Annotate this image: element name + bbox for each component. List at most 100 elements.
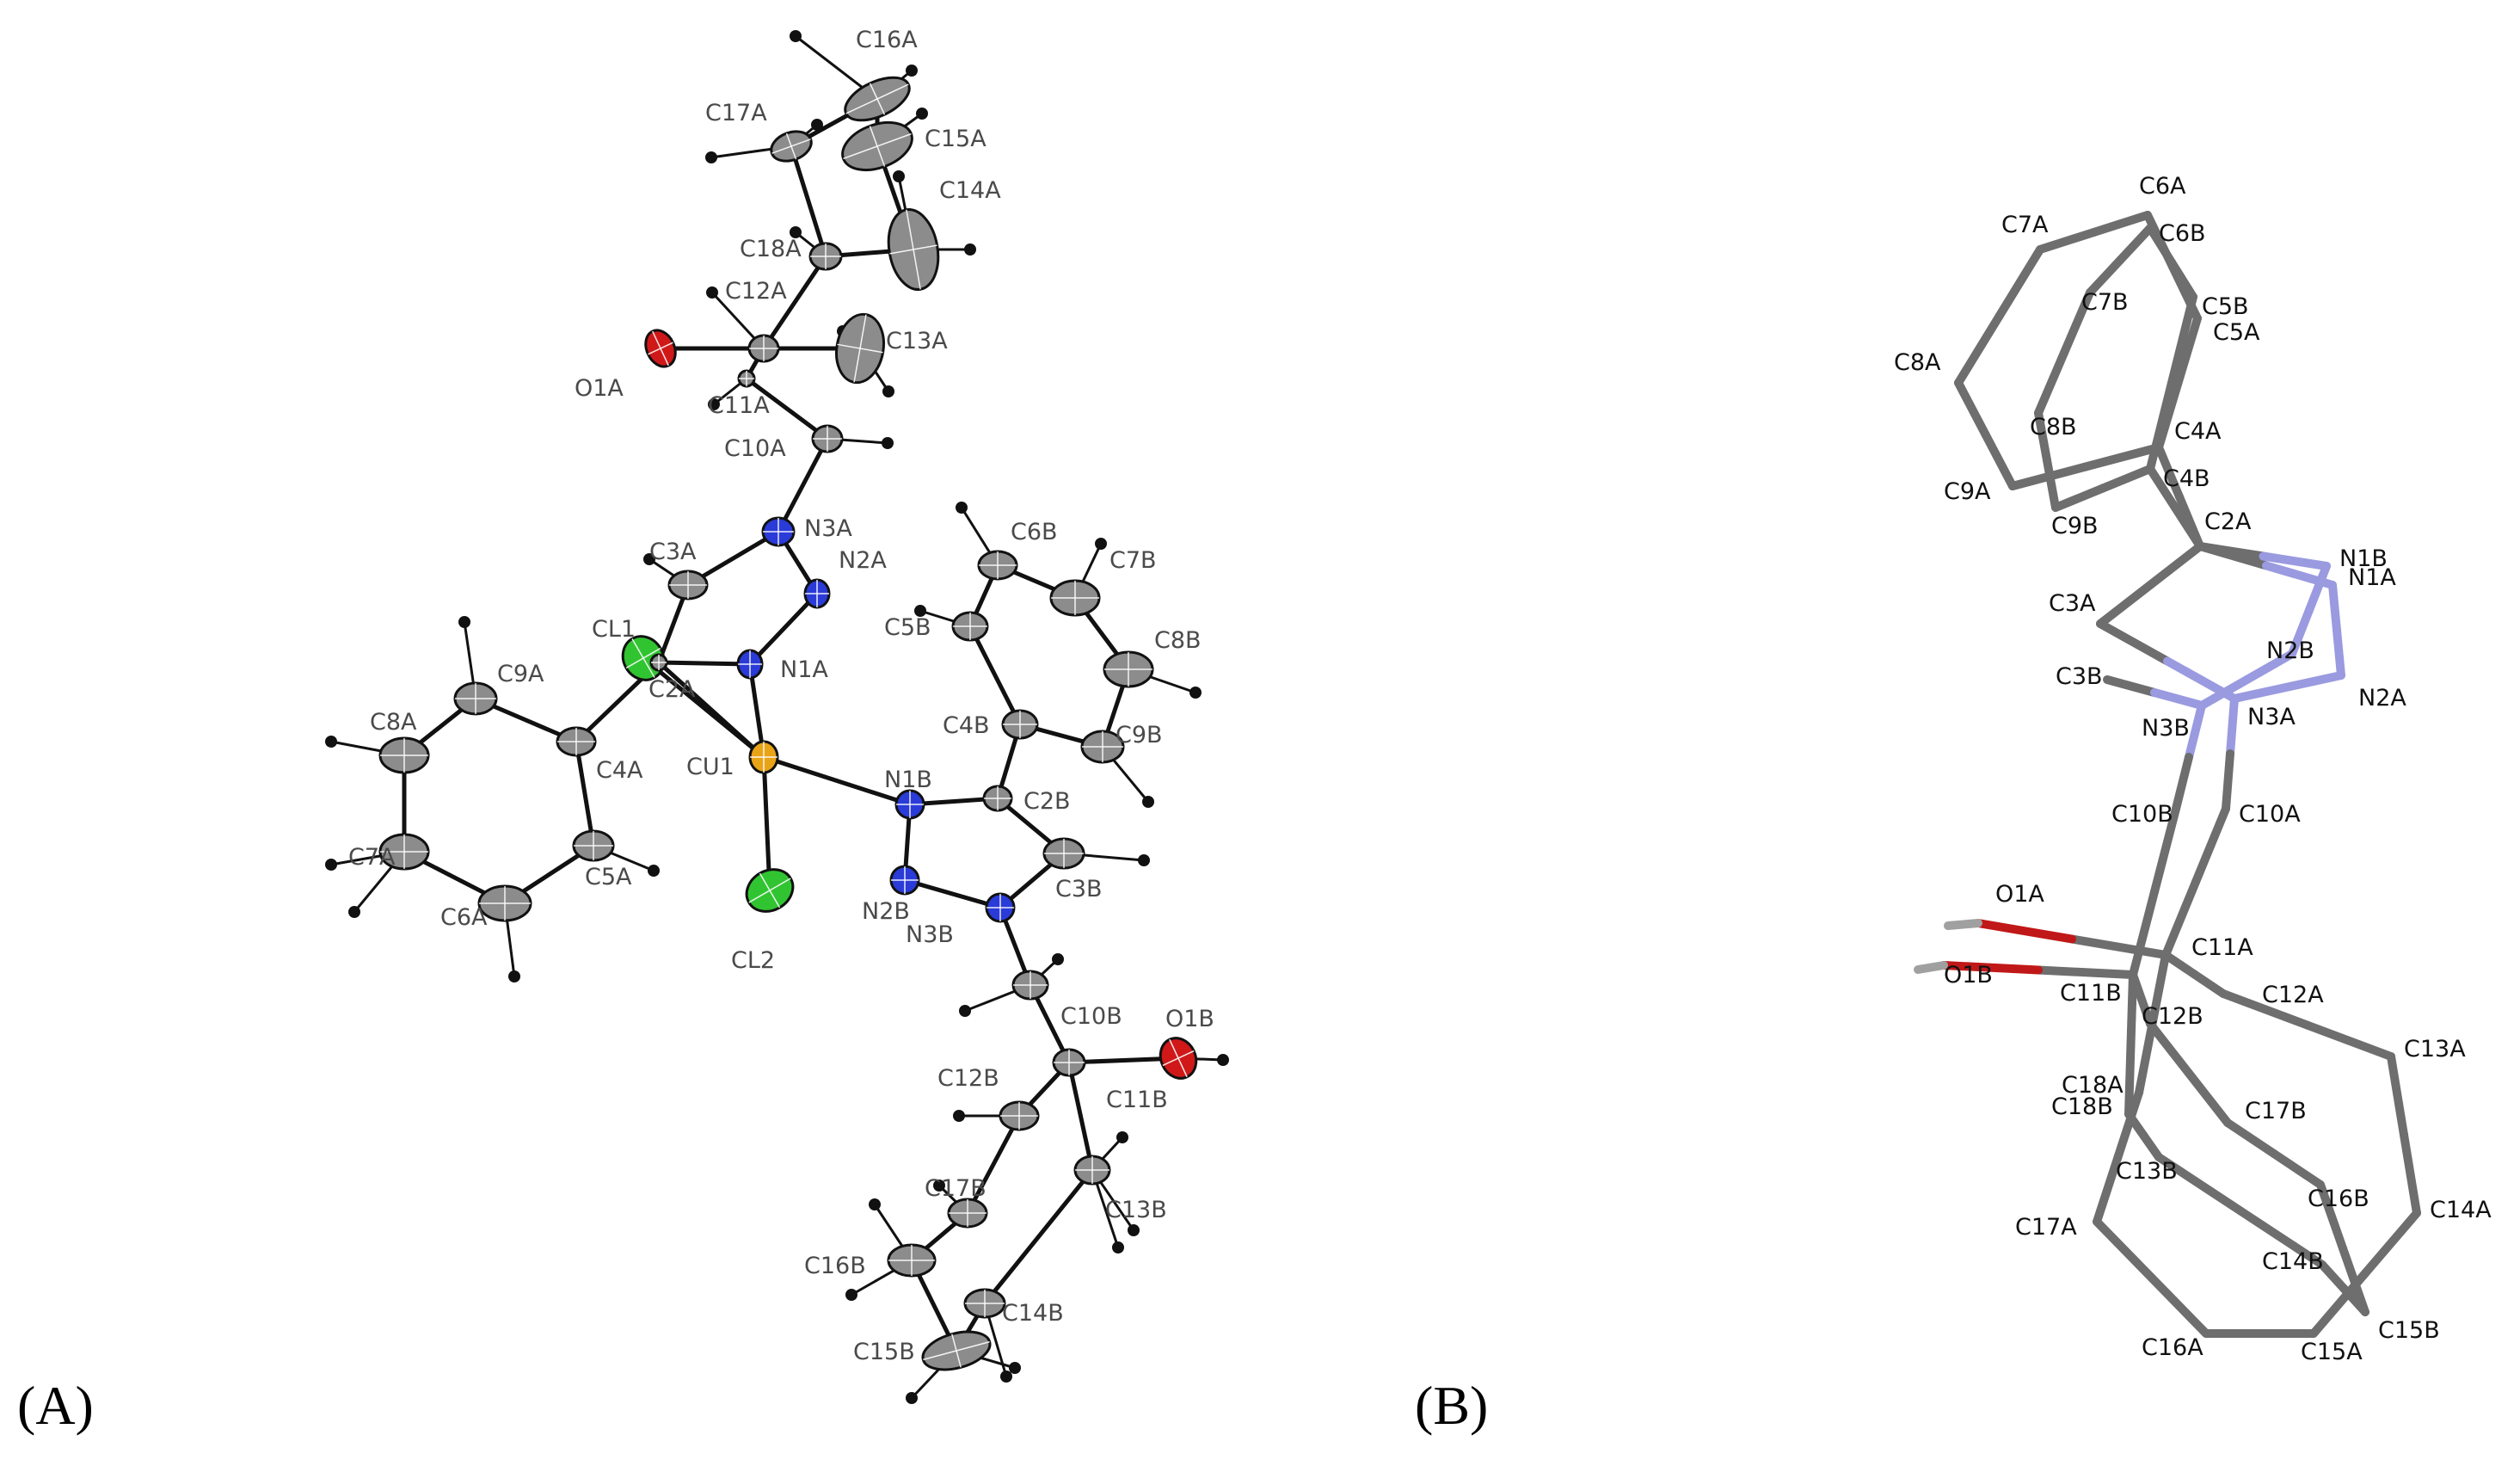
label-b-c7b: C7B [2081,289,2129,316]
label-b-c2a: C2A [2204,508,2252,535]
panel-b-letter: (B) [1415,1375,1488,1436]
label-c10a: C10A [724,435,786,462]
atom-c11a [737,369,756,388]
label-c13a: C13A [886,328,948,354]
label-b-c8b: C8B [2030,414,2077,440]
bond-c18a-c12a [761,254,828,351]
hydrogen-atom [956,502,968,514]
label-b-c13b: C13B [2116,1158,2178,1185]
label-c17b: C17B [925,1175,986,1202]
atom-c5a [572,829,615,862]
hydrogen-atom [1142,796,1154,808]
atom-n2a [803,578,831,609]
hydrogen-atom [1189,687,1202,699]
hydrogen-atom [648,865,660,877]
atom-c17b [947,1198,988,1229]
panel-a-ortep-structure: C16AC17AC15AC14AC18AC12AC13AO1AC11AC10AN… [17,27,1229,1436]
stick-c12a-c13a [2219,989,2395,1061]
label-c3a: C3A [649,539,697,565]
atom-c10b [1011,970,1049,1001]
hydrogen-atom [845,1289,857,1301]
label-o1a: O1A [575,375,624,402]
hydrogen-atom [705,151,717,163]
label-n3b: N3B [906,921,954,948]
hydrogen-atom [1217,1054,1229,1066]
label-b-c18a: C18A [2062,1072,2124,1099]
hydrogen-atom [643,553,655,565]
label-b-c9a: C9A [1944,478,1991,505]
bond-c4a-c5a [574,739,596,848]
stick-c4b-c2a [2146,465,2204,551]
label-n2a: N2A [839,547,887,574]
stick-c5b-c6b [2146,224,2197,301]
atom-n1a [736,649,764,680]
hydrogen-atom [508,970,520,982]
atom-c9a [453,681,498,716]
hydrogen-atom [1128,1224,1140,1236]
hydrogen-atom [325,736,337,748]
hydrogen-atom [706,286,718,299]
hydrogen-atom [959,1005,971,1017]
bond-n2b-n3b [902,878,1003,910]
panel-a-letter: (A) [17,1375,94,1436]
label-c7b: C7B [1109,547,1157,574]
label-b-o1a: O1A [1995,881,2044,908]
stick-n1b-n2b [2288,562,2331,658]
stick-c7a-c8a [1954,245,2044,387]
label-c6b: C6B [1011,519,1058,545]
hydroxyl-h-o1b [1914,961,1948,974]
label-c2b: C2B [1023,788,1071,815]
stick-c3b-n3b [2103,675,2206,710]
atom-c14b [963,1288,1006,1319]
label-b-c16a: C16A [2142,1334,2203,1361]
label-o1b: O1B [1165,1006,1214,1032]
hydrogen-atom [1000,1371,1012,1383]
label-c4a: C4A [596,757,643,784]
hydrogen-atom [1138,854,1150,866]
hydroxyl-h-o1a [1944,919,1982,930]
bond-c10a-n3a [776,436,830,534]
hydrogen-atom [906,65,918,77]
label-b-c17b: C17B [2245,1098,2307,1124]
label-b-c4a: C4A [2174,418,2222,445]
atom-c3b [1042,837,1085,870]
atom-c16a [844,76,911,122]
hydrogen-atom [914,605,926,617]
label-b-c5b: C5B [2202,293,2249,320]
label-c15a: C15A [925,126,986,152]
stick-c6a-c7a [2036,211,2152,254]
label-c14a: C14A [939,177,1001,204]
stick-c11a-c12a [2161,951,2228,998]
hydrogen-atom [964,243,976,256]
label-b-c11a: C11A [2191,934,2253,961]
atom-cu1 [748,740,779,774]
atom-c10a [811,424,844,453]
bond-c12b-c17b [965,1113,1022,1216]
label-b-c17a: C17A [2015,1214,2077,1241]
hydrogen-atom [882,437,894,449]
label-b-c3a: C3A [2049,590,2096,617]
label-b-c10b: C10B [2111,801,2173,828]
hydrogen-atom [893,170,905,182]
label-b-c14a: C14A [2430,1197,2492,1223]
atom-c13a [835,312,885,385]
hydrogen-atom [933,1180,945,1192]
label-c9b: C9B [1116,722,1163,748]
label-b-c3b: C3B [2056,663,2103,690]
atom-c6b [977,550,1018,581]
hydrogen-atom [1112,1241,1124,1253]
label-b-c6a: C6A [2139,173,2186,200]
atom-c4b [1001,709,1039,740]
label-c9a: C9A [497,661,544,687]
label-c13b: C13B [1105,1197,1167,1223]
label-b-c13a: C13A [2404,1036,2466,1063]
stick-c18b-c11b [2124,970,2137,1118]
atom-n3a [761,516,796,547]
label-b-c10a: C10A [2239,801,2301,828]
label-c18a: C18A [740,236,802,262]
hydrogen-atom [458,616,470,628]
label-c5a: C5A [585,864,632,890]
label-b-c4b: C4B [2163,465,2210,492]
